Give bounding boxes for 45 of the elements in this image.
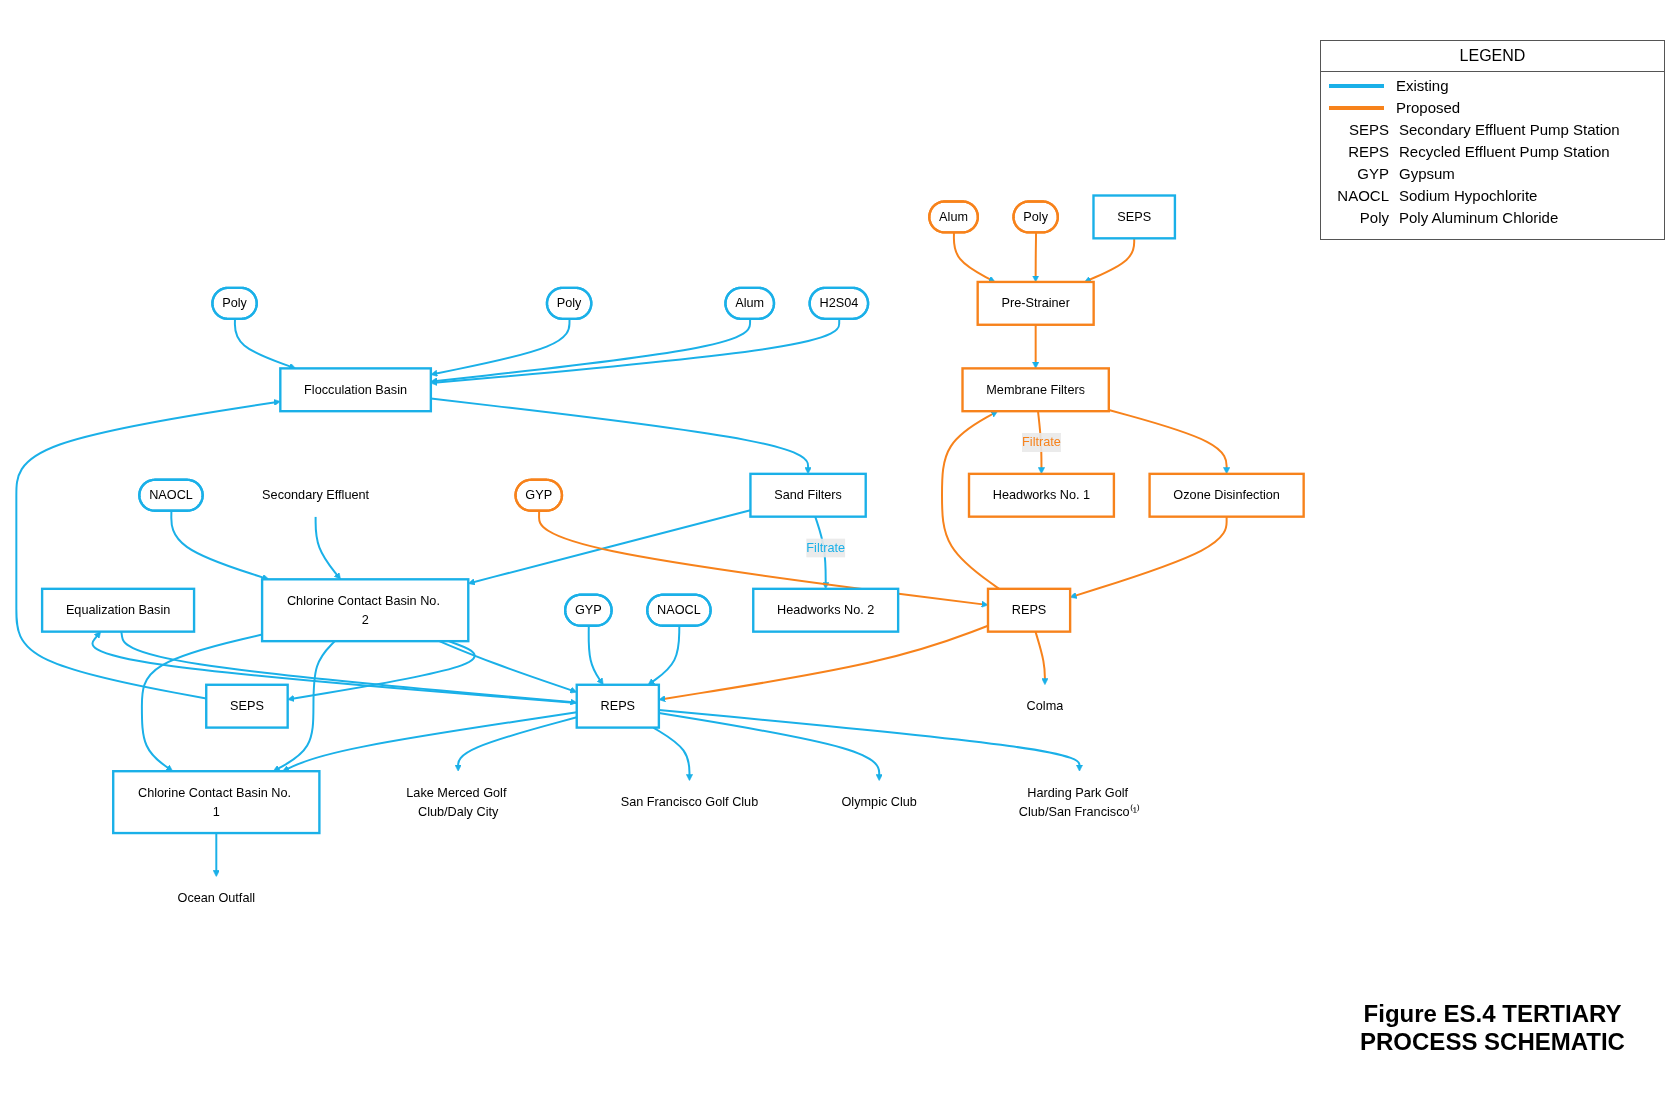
legend-heading: LEGEND bbox=[1321, 41, 1664, 72]
edge-label: Filtrate bbox=[806, 540, 846, 555]
node-text: Ocean Outfall bbox=[177, 890, 256, 905]
abbreviation-meaning: Sodium Hypochlorite bbox=[1399, 187, 1538, 204]
abbreviation-meaning: Gypsum bbox=[1399, 165, 1455, 182]
node-box: SEPS bbox=[205, 683, 289, 729]
abbreviation-meaning: Recycled Effluent Pump Station bbox=[1399, 143, 1610, 160]
abbreviation: REPS bbox=[1347, 143, 1389, 160]
node-text: Olympic Club bbox=[841, 794, 917, 809]
abbreviation: Poly bbox=[1358, 209, 1389, 226]
node-box: Headworks No. 1 bbox=[967, 472, 1116, 518]
abbreviation: NAOCL bbox=[1336, 187, 1389, 204]
figure-title: Figure ES.4 TERTIARY PROCESS SCHEMATIC bbox=[1359, 1000, 1626, 1056]
arrow bbox=[538, 510, 989, 608]
arrow bbox=[658, 624, 989, 703]
node-text: Lake Merced Golf Club/Daly City bbox=[406, 785, 507, 818]
node-box: Chlorine Contact Basin No. 1 bbox=[112, 770, 321, 835]
abbreviation-meaning: Secondary Effluent Pump Station bbox=[1399, 121, 1620, 138]
node-box: Pre-Strainer bbox=[976, 280, 1095, 326]
arrow bbox=[314, 515, 341, 580]
node-text: Harding Park Golf Club/San Francisco⁽¹⁾ bbox=[1018, 785, 1141, 818]
abbreviation: GYP bbox=[1356, 165, 1389, 182]
node-text: Colma bbox=[1026, 699, 1064, 713]
node-box: SEPS bbox=[1092, 194, 1177, 240]
node-box: Equalization Basin bbox=[40, 587, 196, 633]
legend-text: Existing bbox=[1396, 77, 1449, 94]
arrow bbox=[430, 318, 571, 377]
arrow bbox=[170, 510, 269, 581]
node-box: REPS bbox=[986, 587, 1072, 633]
arrow bbox=[15, 399, 281, 700]
node-text: Secondary Effluent bbox=[262, 488, 370, 502]
node-box: Sand Filters bbox=[749, 472, 867, 518]
arrow bbox=[430, 318, 841, 386]
node-box: Flocculation Basin bbox=[279, 367, 433, 413]
abbreviation-meaning: Poly Aluminum Chloride bbox=[1399, 209, 1559, 226]
node-box: Ozone Disinfection bbox=[1148, 472, 1305, 518]
abbreviation: SEPS bbox=[1347, 121, 1389, 138]
legend-text: Proposed bbox=[1396, 99, 1461, 116]
arrow bbox=[430, 318, 752, 385]
node-text: San Francisco Golf Club bbox=[620, 794, 759, 809]
edge-label: Filtrate bbox=[1022, 435, 1061, 449]
node-box: Headworks No. 2 bbox=[752, 587, 900, 633]
node-box: Chlorine Contact Basin No. 2 bbox=[260, 578, 470, 643]
node-box: REPS bbox=[575, 683, 661, 729]
node-box: Membrane Filters bbox=[961, 367, 1110, 413]
